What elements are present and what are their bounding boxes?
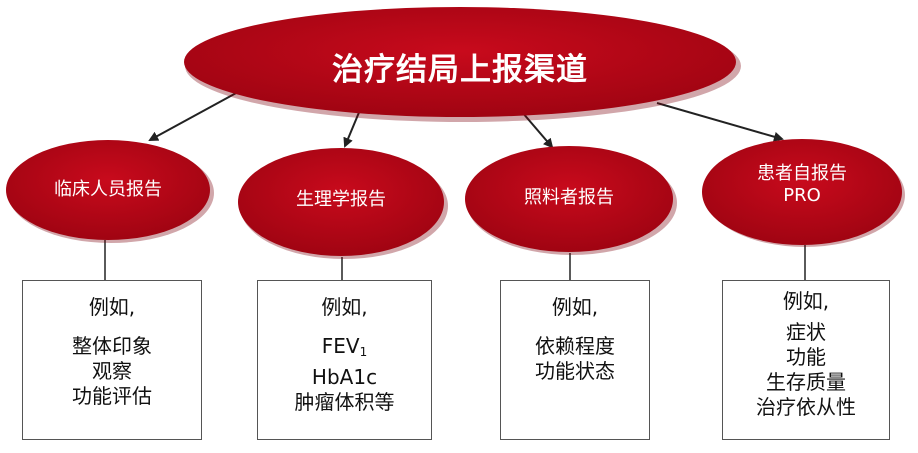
node-label-clinician: 临床人员报告 bbox=[54, 179, 162, 200]
example-prefix: 例如, bbox=[782, 289, 830, 313]
root-title: 治疗结局上报渠道 bbox=[332, 51, 588, 88]
example-item: 治疗依从性 bbox=[756, 395, 856, 419]
example-item: 肿瘤体积等 bbox=[294, 390, 395, 414]
example-item: HbA1c bbox=[311, 365, 378, 389]
node-physiology: 生理学报告 bbox=[241, 160, 441, 240]
example-item: 整体印象 bbox=[72, 334, 152, 358]
example-prefix: 例如, bbox=[321, 295, 368, 319]
node-label-physiology: 生理学报告 bbox=[296, 189, 386, 210]
example-box-caregiver: 例如, 依赖程度 功能状态 bbox=[500, 280, 650, 440]
node-ellipse-patient bbox=[702, 139, 902, 245]
example-box-physiology: 例如, FEV1 HbA1c 肿瘤体积等 bbox=[257, 280, 432, 440]
root-ellipse bbox=[184, 7, 736, 117]
example-item: 依赖程度 bbox=[535, 334, 615, 358]
example-item: 生存质量 bbox=[766, 370, 846, 394]
example-item-fev: FEV1 bbox=[322, 334, 367, 365]
arrow-to-patient bbox=[656, 102, 784, 142]
example-item: 症状 bbox=[786, 320, 826, 344]
arrow-to-physiology bbox=[343, 109, 361, 148]
fev-subscript: 1 bbox=[359, 345, 368, 359]
root-label: 治疗结局上报渠道 bbox=[190, 38, 730, 94]
example-item: 功能状态 bbox=[535, 359, 615, 383]
example-item: 功能评估 bbox=[72, 384, 152, 408]
example-box-clinician: 例如, 整体印象 观察 功能评估 bbox=[22, 280, 202, 440]
example-box-patient: 例如, 症状 功能 生存质量 治疗依从性 bbox=[722, 280, 890, 440]
node-ellipse-clinician bbox=[6, 140, 210, 240]
arrow-to-caregiver bbox=[521, 111, 554, 149]
node-clinician: 临床人员报告 bbox=[8, 150, 208, 230]
example-prefix: 例如, bbox=[88, 295, 136, 319]
node-sublabel-patient: PRO bbox=[783, 185, 821, 206]
node-ellipse-caregiver bbox=[465, 146, 673, 252]
node-ellipse-physiology bbox=[238, 148, 444, 256]
arrow-to-clinician bbox=[148, 91, 239, 141]
node-caregiver: 照料者报告 bbox=[469, 158, 669, 238]
fev-text: FEV bbox=[321, 334, 360, 358]
example-item: 观察 bbox=[92, 359, 132, 383]
node-label-patient: 患者自报告 bbox=[757, 163, 847, 184]
node-label-caregiver: 照料者报告 bbox=[524, 187, 614, 208]
node-patient: 患者自报告 PRO bbox=[702, 145, 902, 225]
example-prefix: 例如, bbox=[551, 295, 599, 319]
example-item: 功能 bbox=[786, 345, 826, 369]
